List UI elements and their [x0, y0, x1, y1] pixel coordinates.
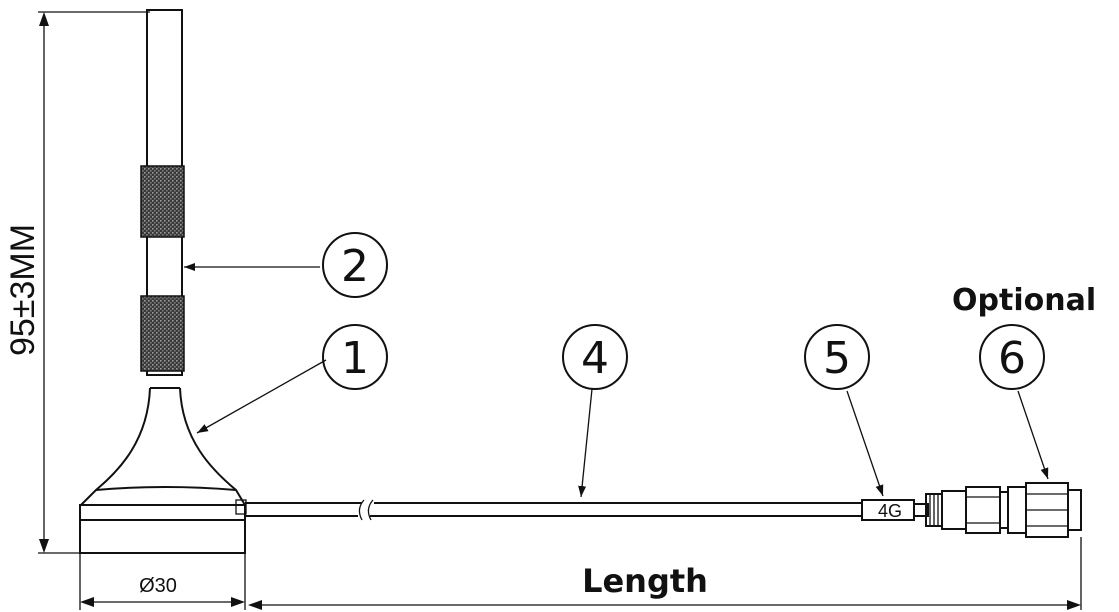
callout-5: 5 — [804, 324, 870, 390]
cable-tag: 4G — [861, 499, 915, 521]
knurled-band-lower — [140, 295, 185, 372]
callout-6-number: 6 — [998, 333, 1026, 384]
coax-cable — [245, 499, 862, 521]
callout-4: 4 — [562, 324, 628, 390]
knurled-band-upper — [140, 165, 185, 238]
callout-2-number: 2 — [341, 241, 369, 292]
cable-tag-label: 4G — [878, 501, 902, 521]
base-diameter-dimension: Ø30 — [79, 520, 246, 610]
callout-4-number: 4 — [581, 333, 609, 384]
length-label: Length — [582, 562, 708, 600]
callout-6: 6 — [979, 324, 1045, 390]
sma-connector — [913, 482, 1082, 538]
magnetic-base — [79, 387, 247, 554]
height-dimension-label: 95±3MM — [4, 224, 42, 356]
optional-label: Optional — [952, 283, 1096, 318]
callout-1: 1 — [322, 324, 388, 390]
antenna-whip — [140, 9, 185, 389]
height-dimension: 95±3MM — [4, 11, 150, 554]
leader-lines — [184, 263, 1049, 498]
callout-1-number: 1 — [341, 333, 369, 384]
callout-2: 2 — [322, 232, 388, 298]
base-diameter-label: Ø30 — [139, 575, 177, 597]
length-dimension: Length — [248, 537, 1082, 610]
callout-5-number: 5 — [823, 333, 851, 384]
